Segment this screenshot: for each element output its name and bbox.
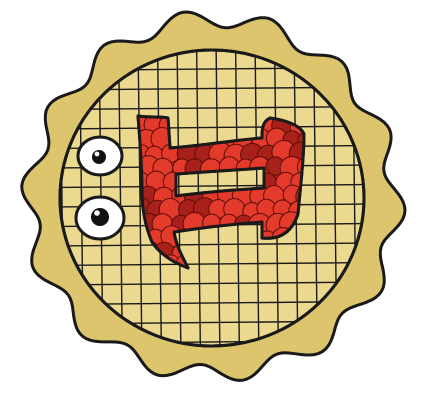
lattice-strip-horizontal xyxy=(60,105,364,111)
lattice-strip-horizontal xyxy=(60,242,364,247)
lattice-strip-horizontal xyxy=(60,125,364,130)
lattice-strip-vertical xyxy=(137,50,143,346)
lattice-strip-horizontal xyxy=(60,281,364,286)
lattice-strip-vertical xyxy=(117,50,124,346)
lattice-strip-horizontal xyxy=(60,261,364,267)
pi-symbol-outline xyxy=(136,114,306,270)
lattice-strip-horizontal xyxy=(60,183,364,189)
eyes xyxy=(74,135,126,241)
eye-icon xyxy=(74,195,126,241)
pie-filling-edge xyxy=(58,48,366,348)
eye-icon xyxy=(76,135,124,177)
